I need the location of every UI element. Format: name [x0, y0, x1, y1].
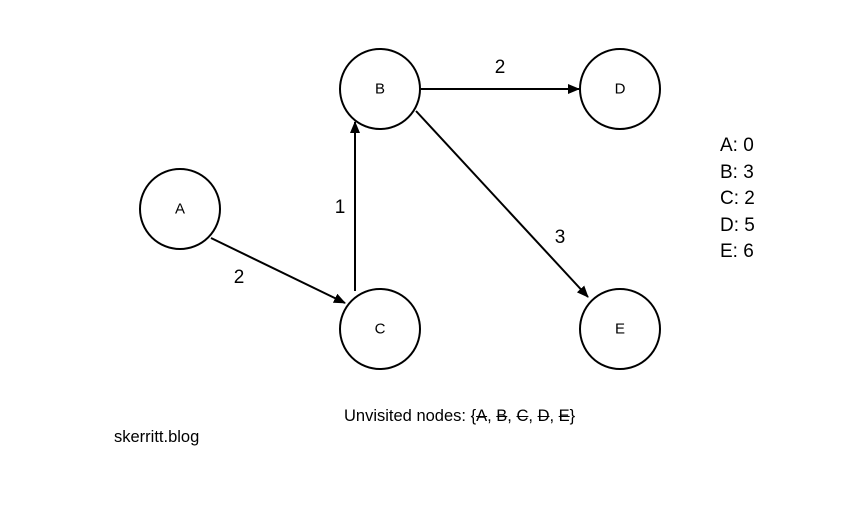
- distance-table: A: 0 B: 3 C: 2 D: 5 E: 6: [720, 133, 755, 266]
- distance-row: E: 6: [720, 241, 754, 262]
- edge-weight-b-e: 3: [555, 227, 566, 248]
- set-close-brace: }: [569, 407, 576, 425]
- edge-a-c: [210, 237, 346, 304]
- node-e: E: [579, 288, 661, 370]
- node-d: D: [579, 48, 661, 130]
- unvisited-nodes-set: Unvisited nodes: {A, B, C, D, E}: [344, 407, 575, 426]
- set-separator: ,: [487, 407, 497, 425]
- unvisited-item-d: D: [537, 407, 550, 425]
- edge-weight-a-c: 2: [234, 267, 245, 288]
- node-circle-c: [339, 288, 421, 370]
- set-separator: ,: [549, 407, 559, 425]
- unvisited-item-c: C: [516, 407, 529, 425]
- unvisited-item-a: A: [476, 407, 488, 425]
- node-label-c: C: [375, 321, 386, 338]
- node-label-d: D: [615, 81, 626, 98]
- edge-b-e: [415, 110, 589, 298]
- distance-row: C: 2: [720, 188, 755, 209]
- node-b: B: [339, 48, 421, 130]
- node-circle-b: [339, 48, 421, 130]
- node-circle-d: [579, 48, 661, 130]
- edge-weight-c-b: 1: [335, 197, 346, 218]
- edge-weight-b-d: 2: [495, 57, 506, 78]
- set-open-brace: {: [470, 407, 477, 425]
- node-circle-a: [139, 168, 221, 250]
- node-a: A: [139, 168, 221, 250]
- node-label-e: E: [615, 321, 625, 338]
- node-circle-e: [579, 288, 661, 370]
- unvisited-prefix: Unvisited nodes:: [344, 407, 471, 425]
- distance-row: B: 3: [720, 161, 754, 183]
- unvisited-item-b: B: [496, 407, 508, 425]
- set-separator: ,: [528, 407, 538, 425]
- node-label-a: A: [175, 201, 185, 218]
- distance-row: D: 5: [720, 214, 755, 236]
- node-label-b: B: [375, 81, 385, 98]
- distance-row: A: 0: [720, 135, 754, 156]
- node-c: C: [339, 288, 421, 370]
- watermark: skerritt.blog: [114, 428, 200, 446]
- unvisited-item-e: E: [558, 407, 570, 425]
- set-separator: ,: [507, 407, 517, 425]
